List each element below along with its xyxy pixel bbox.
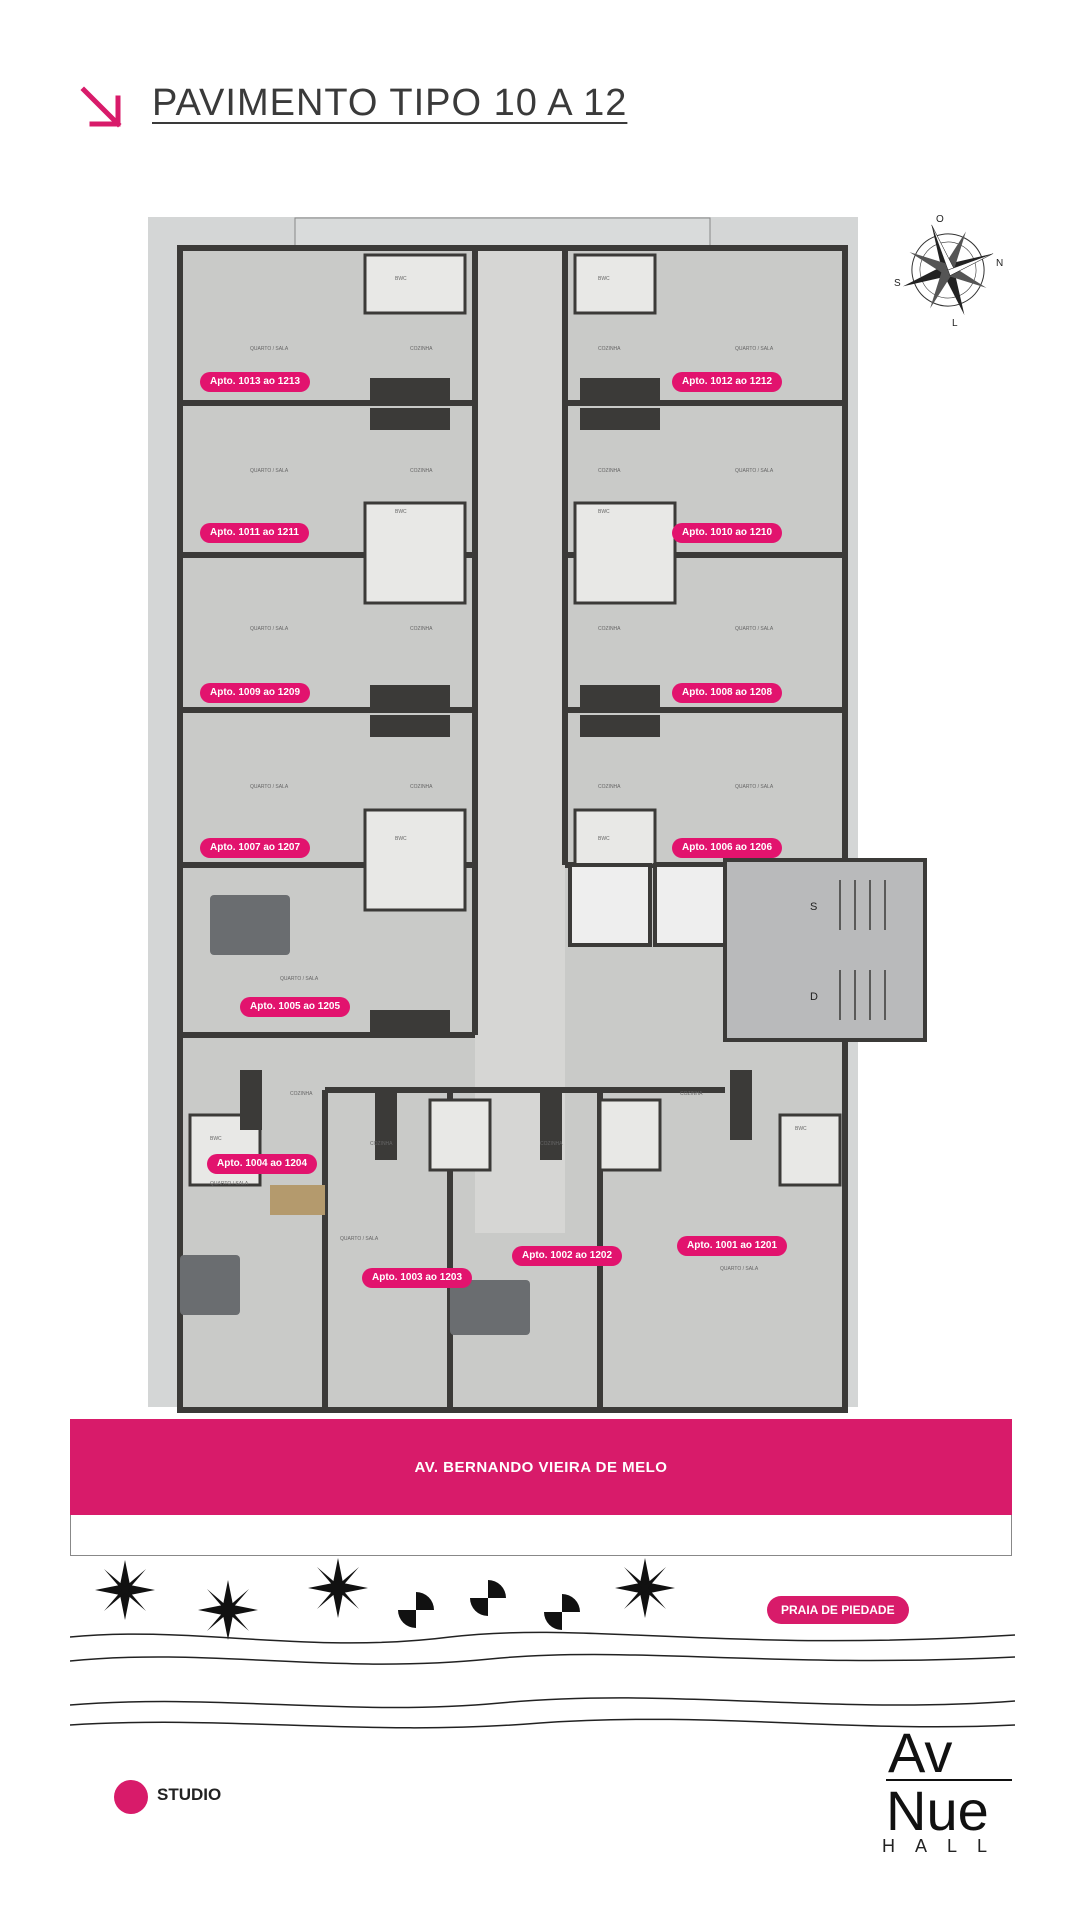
- room-label: QUARTO / SALA: [735, 626, 774, 632]
- room-label: QUARTO / SALA: [250, 346, 289, 352]
- room-label: COZINHA: [410, 784, 433, 790]
- room-label: COZINHA: [598, 468, 621, 474]
- room-label: QUARTO / SALA: [735, 346, 774, 352]
- street-band: AV. BERNANDO VIEIRA DE MELO: [70, 1419, 1012, 1515]
- stairs-up-label: S: [810, 901, 817, 913]
- avnue-hall-logo: Av Nue: [886, 1721, 1012, 1842]
- room-label: QUARTO / SALA: [250, 468, 289, 474]
- room-label: BWC: [395, 509, 407, 515]
- room-label: BWC: [598, 836, 610, 842]
- unit-label-1010[interactable]: Apto. 1010 ao 1210: [672, 523, 783, 543]
- unit-label-1009[interactable]: Apto. 1009 ao 1209: [200, 683, 311, 703]
- room-label: COZINHA: [540, 1141, 563, 1147]
- studio-legend-label: STUDIO: [157, 1785, 222, 1804]
- floor-plan: S D QUARTO / SALA COZINHA COZINHA QUARTO…: [177, 217, 927, 1413]
- room-label: QUARTO / SALA: [735, 468, 774, 474]
- room-label: COZINHA: [680, 1091, 703, 1097]
- page-title: PAVIMENTO TIPO 10 A 12: [152, 82, 628, 124]
- room-label: COZINHA: [410, 346, 433, 352]
- room-label: QUARTO / SALA: [250, 626, 289, 632]
- room-label: QUARTO / SALA: [720, 1266, 759, 1272]
- room-label: COZINHA: [410, 468, 433, 474]
- compass-letter: S: [894, 278, 901, 289]
- unit-label-1005[interactable]: Apto. 1005 ao 1205: [240, 997, 351, 1017]
- beach-trees-icon: [95, 1558, 675, 1640]
- studio-legend-dot: [114, 1780, 148, 1814]
- sidewalk: [70, 1515, 1012, 1556]
- room-label: BWC: [795, 1126, 807, 1132]
- room-label: QUARTO / SALA: [210, 1181, 249, 1187]
- beach-label: PRAIA DE PIEDADE: [767, 1596, 909, 1624]
- room-label: QUARTO / SALA: [340, 1236, 379, 1242]
- stairs-down-label: D: [810, 991, 818, 1003]
- room-label: COZINHA: [598, 784, 621, 790]
- room-label: BWC: [395, 276, 407, 282]
- unit-label-1007[interactable]: Apto. 1007 ao 1207: [200, 838, 311, 858]
- room-label: BWC: [598, 509, 610, 515]
- logo-line-2: Nue: [886, 1779, 989, 1842]
- room-label: COZINHA: [370, 1141, 393, 1147]
- room-label: QUARTO / SALA: [250, 784, 289, 790]
- unit-label-1001[interactable]: Apto. 1001 ao 1201: [677, 1236, 788, 1256]
- unit-label-1004[interactable]: Apto. 1004 ao 1204: [207, 1154, 318, 1174]
- compass-letter: N: [996, 258, 1003, 269]
- unit-label-1002[interactable]: Apto. 1002 ao 1202: [512, 1246, 623, 1266]
- sea-waves-icon: [70, 1631, 1015, 1729]
- logo-hall-text: HALL: [882, 1836, 1008, 1856]
- unit-label-1011[interactable]: Apto. 1011 ao 1211: [200, 523, 309, 543]
- room-label: QUARTO / SALA: [735, 784, 774, 790]
- room-label: COZINHA: [410, 626, 433, 632]
- arrow-down-right-icon: [80, 86, 122, 128]
- street-name: AV. BERNANDO VIEIRA DE MELO: [414, 1458, 668, 1476]
- unit-label-1008[interactable]: Apto. 1008 ao 1208: [672, 683, 783, 703]
- room-label: COZINHA: [598, 346, 621, 352]
- unit-label-1012[interactable]: Apto. 1012 ao 1212: [672, 372, 783, 392]
- room-label: QUARTO / SALA: [280, 976, 319, 982]
- unit-label-1013[interactable]: Apto. 1013 ao 1213: [200, 372, 311, 392]
- room-label: COZINHA: [290, 1091, 313, 1097]
- room-label: BWC: [210, 1136, 222, 1142]
- room-label: COZINHA: [598, 626, 621, 632]
- compass-letter: L: [952, 318, 958, 329]
- room-label: BWC: [598, 276, 610, 282]
- unit-label-1006[interactable]: Apto. 1006 ao 1206: [672, 838, 783, 858]
- compass-letter: O: [936, 214, 944, 225]
- unit-label-1003[interactable]: Apto. 1003 ao 1203: [362, 1268, 473, 1288]
- compass-rose-icon: O N S L: [894, 214, 1003, 329]
- room-label: BWC: [395, 836, 407, 842]
- logo-line-1: Av: [888, 1721, 952, 1784]
